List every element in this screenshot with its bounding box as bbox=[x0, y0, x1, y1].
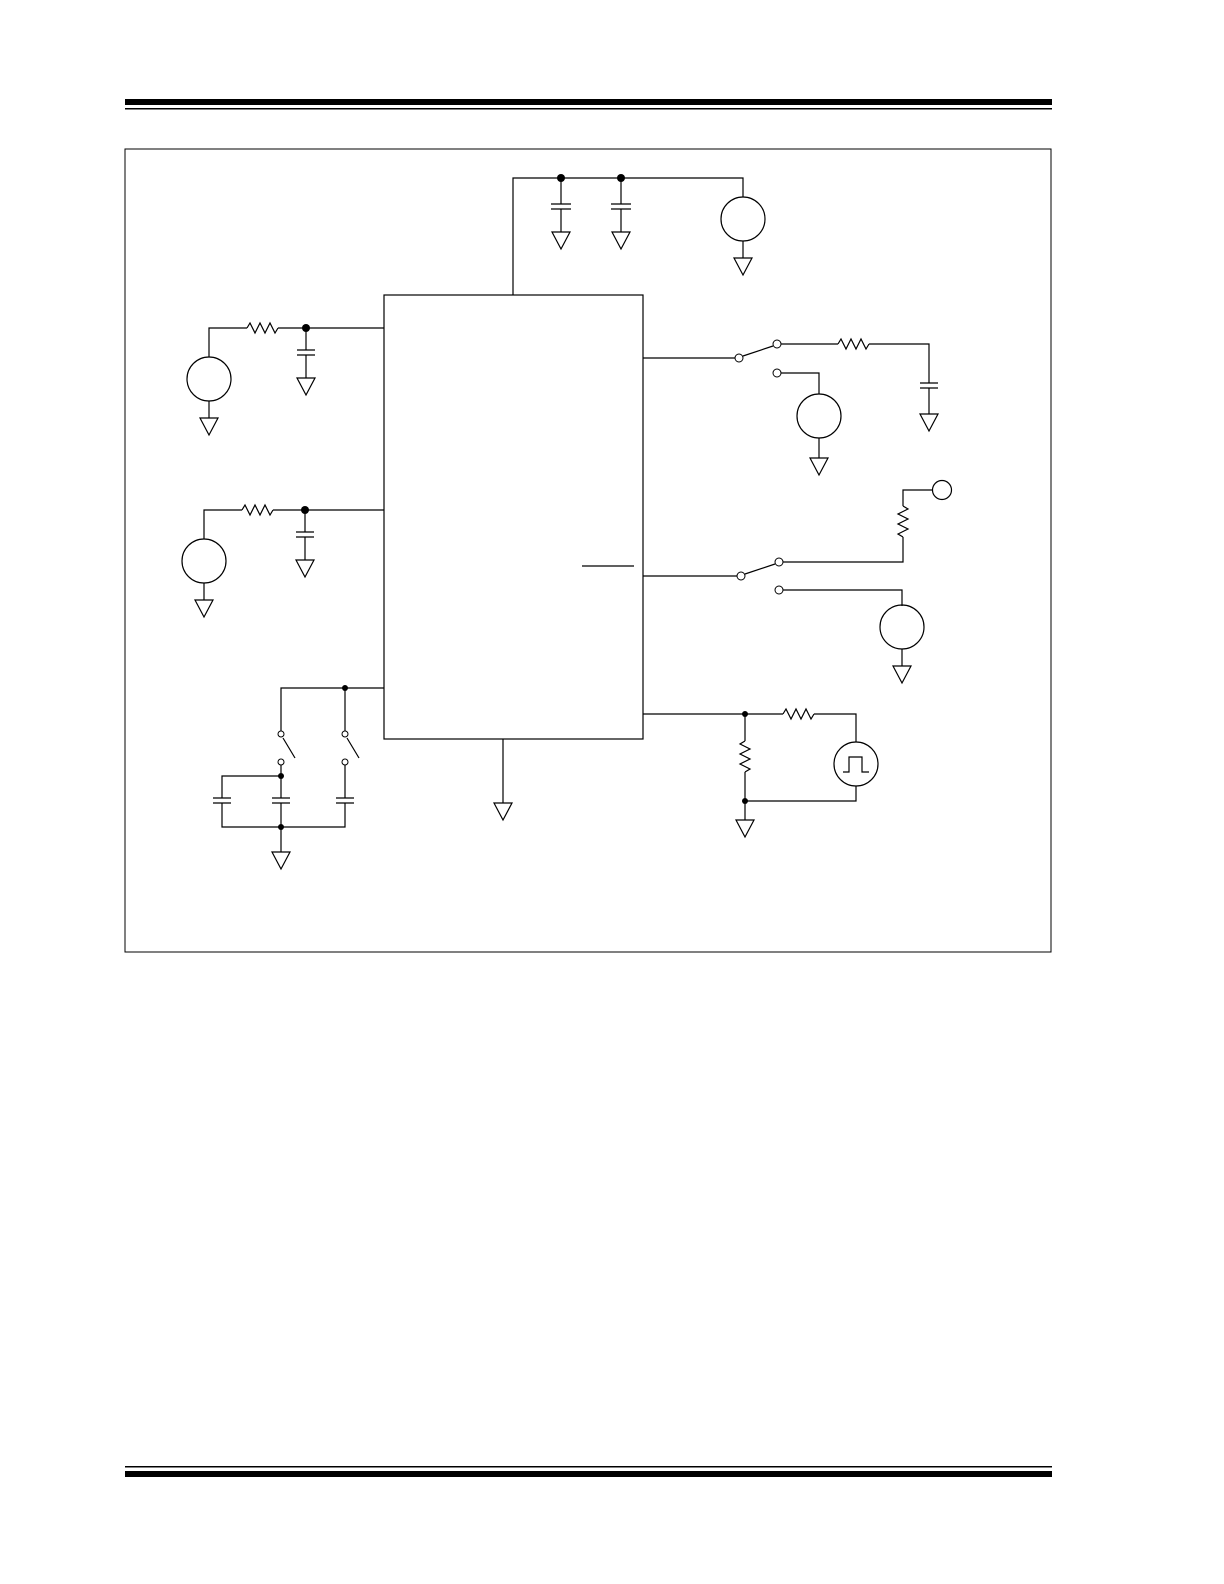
ground-symbol bbox=[271, 851, 291, 871]
output-2-switch bbox=[736, 557, 784, 595]
input-1-voltage-source bbox=[186, 356, 232, 402]
ic-ground bbox=[493, 739, 513, 822]
input-2-capacitor bbox=[296, 510, 314, 560]
figure-frame bbox=[124, 148, 1052, 953]
input-2-voltage-source bbox=[181, 538, 227, 584]
ground-symbol bbox=[809, 457, 829, 477]
footer-rule bbox=[125, 1466, 1052, 1477]
pulse-waveform-icon bbox=[843, 756, 869, 773]
ground-symbol bbox=[611, 231, 631, 251]
output-1-voltage-source bbox=[796, 393, 842, 439]
header-rule bbox=[125, 99, 1052, 110]
output-1-capacitor bbox=[920, 382, 938, 414]
input-1-capacitor bbox=[297, 328, 315, 378]
ground-symbol bbox=[735, 819, 755, 839]
capacitor-select-network bbox=[213, 685, 384, 871]
input-1-resistor bbox=[246, 321, 279, 335]
supply-network bbox=[512, 174, 766, 295]
input-2-network bbox=[181, 503, 384, 619]
ground-symbol bbox=[733, 257, 753, 277]
ic-block bbox=[383, 294, 644, 740]
cap-select-capacitor-3 bbox=[336, 797, 354, 804]
output-2-network bbox=[643, 479, 953, 685]
cap-select-capacitor-2 bbox=[272, 797, 290, 804]
cap-select-switch-1 bbox=[277, 730, 296, 766]
ground-symbol bbox=[295, 559, 315, 579]
ground-symbol bbox=[194, 599, 214, 619]
ground-symbol bbox=[493, 802, 513, 822]
supply-capacitor-2 bbox=[611, 178, 631, 232]
cap-select-capacitor-1 bbox=[213, 797, 231, 804]
supply-capacitor-1 bbox=[551, 178, 571, 232]
input-1-network bbox=[186, 321, 384, 437]
ground-symbol bbox=[892, 665, 912, 685]
ground-symbol bbox=[296, 377, 316, 397]
cap-select-switch-2 bbox=[341, 730, 360, 766]
output-2-test-point bbox=[931, 479, 953, 501]
output-2-voltage-source bbox=[879, 604, 925, 650]
pulse-series-resistor bbox=[782, 707, 815, 721]
supply-voltage-source bbox=[720, 196, 766, 242]
output-1-switch bbox=[734, 339, 782, 378]
output-1-network bbox=[643, 337, 939, 477]
ground-symbol bbox=[919, 413, 939, 433]
output-2-pullup-resistor bbox=[896, 505, 910, 538]
ground-symbol bbox=[551, 231, 571, 251]
pulse-generator bbox=[833, 741, 879, 787]
input-2-resistor bbox=[241, 503, 274, 517]
pulse-shunt-resistor bbox=[738, 740, 752, 773]
output-1-resistor bbox=[837, 337, 870, 351]
pulse-input-network bbox=[643, 707, 879, 839]
ground-symbol bbox=[199, 417, 219, 437]
